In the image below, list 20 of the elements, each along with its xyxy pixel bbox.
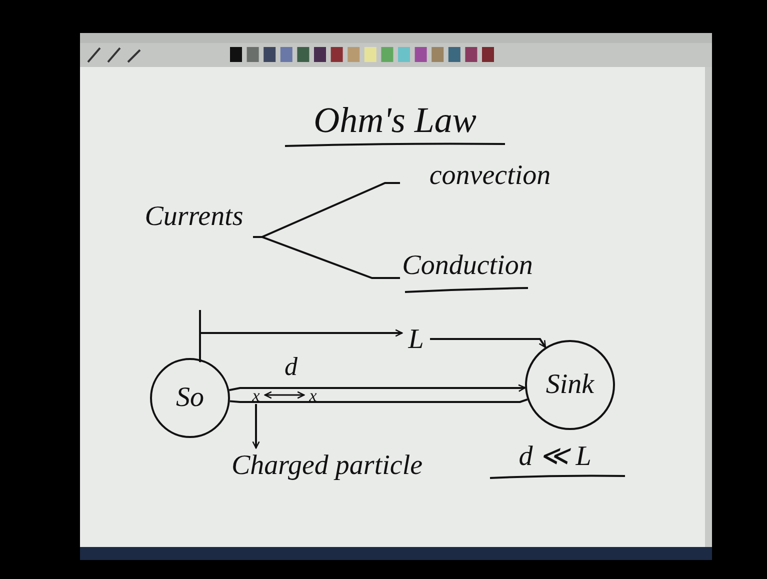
line (230, 398, 528, 403)
circle-node (150, 358, 230, 438)
title: Ohm's Law (312, 99, 478, 142)
node-label: So (176, 384, 204, 412)
arrow (199, 329, 403, 363)
handwritten-label: Currents (135, 196, 253, 238)
line (253, 236, 400, 279)
handwritten-label: d ≪ L (518, 440, 592, 474)
handwritten-label: Conduction (400, 248, 535, 284)
handwritten-label: x (249, 386, 263, 404)
handwritten-label: x (308, 386, 318, 404)
node-label: Sink (546, 371, 594, 399)
handwritten-label: Charged particle (222, 448, 432, 484)
handwritten-label: convection (400, 158, 580, 194)
arrow (252, 404, 260, 449)
handwritten-label: L (402, 322, 430, 358)
arrow (430, 338, 546, 348)
circle-node (525, 340, 615, 430)
handwritten-label: d (284, 354, 298, 380)
arrow (229, 384, 526, 392)
